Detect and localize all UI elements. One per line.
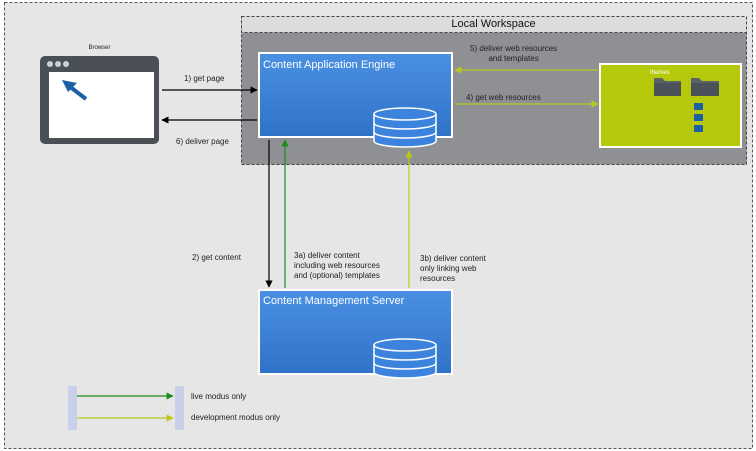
file-icon xyxy=(694,125,703,132)
browser-label: Browser xyxy=(88,45,111,51)
get-web-resources-label: 4) get web resources xyxy=(466,93,541,102)
deliver-web-resources-line-1: 5) deliver web resources xyxy=(470,44,558,53)
deliver-content-b-line-3: resources xyxy=(420,274,456,283)
deliver-content-b-label: 3b) deliver content only linking web res… xyxy=(420,254,486,284)
deliver-content-a-line-2: including web resources xyxy=(294,261,380,270)
engine-database-icon xyxy=(373,107,437,148)
legend xyxy=(68,386,184,430)
cursor-icon xyxy=(62,80,88,101)
deliver-content-a-line-1: 3a) deliver content xyxy=(294,251,360,260)
file-icon xyxy=(694,103,703,110)
server-database-icon xyxy=(373,338,437,379)
deliver-page-label: 6) deliver page xyxy=(176,137,229,146)
legend-live-label: live modus only xyxy=(191,392,247,401)
browser-window xyxy=(40,56,159,144)
legend-bar-left xyxy=(68,386,77,430)
deliver-web-resources-line-2: and templates xyxy=(488,54,539,63)
local-workspace-title: Local Workspace xyxy=(451,18,536,30)
get-page-label: 1) get page xyxy=(184,74,225,83)
content-management-server-box xyxy=(258,289,453,379)
get-content-label: 2) get content xyxy=(192,253,241,262)
local-workspace-header xyxy=(241,16,747,33)
folder-icon xyxy=(654,78,681,96)
browser-dot-2 xyxy=(55,61,61,67)
browser-dot-3 xyxy=(63,61,69,67)
deliver-content-b-line-1: 3b) deliver content xyxy=(420,254,486,263)
themes-label: themes xyxy=(650,70,670,76)
file-icon xyxy=(694,114,703,121)
themes-box xyxy=(599,63,742,148)
content-application-engine-box xyxy=(258,52,453,148)
content-management-server-title: Content Management Server xyxy=(263,295,405,307)
legend-bar-right xyxy=(175,386,184,430)
folder-icon xyxy=(691,78,719,96)
deliver-content-a-line-3: and (optional) templates xyxy=(294,271,380,280)
content-application-engine-title: Content Application Engine xyxy=(263,59,396,71)
deliver-web-resources-label: 5) deliver web resources and templates xyxy=(470,44,557,64)
deliver-content-a-label: 3a) deliver content including web resour… xyxy=(294,251,380,281)
deliver-content-b-line-2: only linking web xyxy=(420,264,477,273)
browser-dot-1 xyxy=(47,61,53,67)
legend-development-label: development modus only xyxy=(191,413,280,422)
